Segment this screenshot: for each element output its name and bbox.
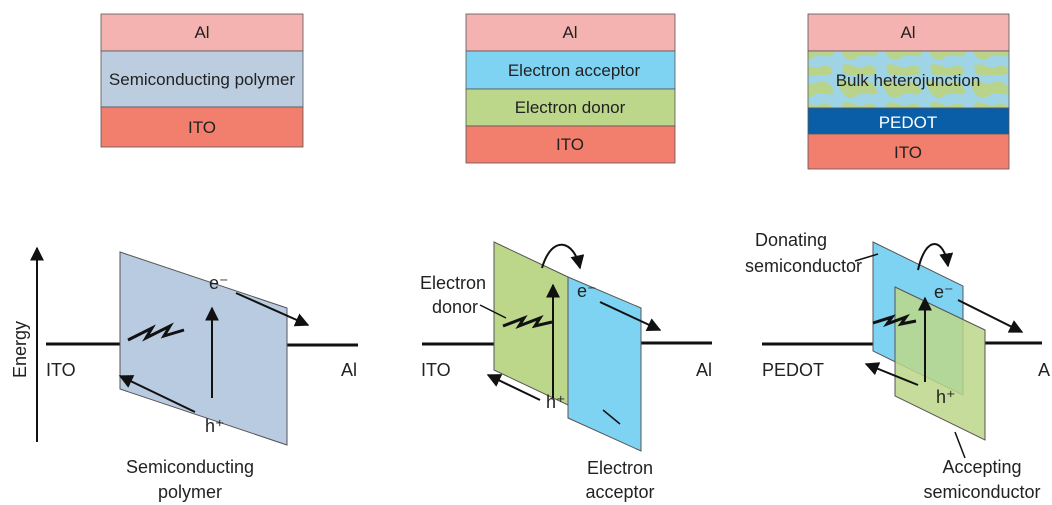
stack-bulk-pedot <box>807 107 1010 135</box>
energy-panel-bilayer: e⁻ h⁺ ITO Al Electron donor Electron acc… <box>420 241 712 502</box>
polymer-label-line1: Semiconducting <box>126 457 254 477</box>
hole-label: h⁺ <box>936 387 956 407</box>
transfer-arrow <box>917 243 954 271</box>
stack-single-al-label: Al <box>194 23 209 42</box>
stack-bilayer-acceptor <box>465 50 676 90</box>
stack-single-ito-label: ITO <box>188 118 216 137</box>
stack-single-layer: Al Semiconducting polymer ITO <box>100 13 304 148</box>
hole-label: h⁺ <box>205 416 225 436</box>
stack-bilayer-al-label: Al <box>562 23 577 42</box>
electron-arrow <box>599 301 662 332</box>
donating-leader <box>854 253 879 262</box>
stack-bulk-pedot-label: PEDOT <box>879 113 938 132</box>
electrode-al-label: Al <box>696 360 712 380</box>
electron-arrow <box>235 292 310 327</box>
polymer-label-line2: polymer <box>158 482 222 502</box>
stack-bulk-ito-label: ITO <box>894 143 922 162</box>
acceptor-label-line2: acceptor <box>585 482 654 502</box>
stack-bilayer-acceptor-label: Electron acceptor <box>508 61 641 80</box>
stack-bulk: Al Bulk heterojunction PEDOT ITO <box>807 13 1010 170</box>
hole-arrow <box>118 375 196 413</box>
stack-bilayer-al <box>465 13 676 52</box>
electrode-ito-label: ITO <box>421 360 451 380</box>
photon-icon <box>872 313 917 328</box>
hole-arrow <box>864 362 919 386</box>
energy-axis: Energy <box>10 246 44 442</box>
photon-icon <box>502 315 553 329</box>
energy-panel-single: e⁻ h⁺ ITO Al Semiconducting polymer <box>46 251 358 502</box>
donating-label-line1: Donating <box>755 230 827 250</box>
donating-label-line2: semiconductor <box>745 256 862 276</box>
transfer-arrow <box>541 243 585 270</box>
donor-label-line1: Electron <box>420 273 486 293</box>
band-donor <box>493 241 569 406</box>
band-accepting <box>894 286 986 441</box>
stack-single-layer-polymer <box>100 50 304 108</box>
hole-arrow <box>486 374 541 401</box>
stack-bulk-heterojunction-label: Bulk heterojunction <box>836 71 981 90</box>
hole-label: h⁺ <box>546 392 566 412</box>
donor-label-line2: donor <box>432 297 478 317</box>
electrode-pedot-label: PEDOT <box>762 360 824 380</box>
stack-bilayer-ito-label: ITO <box>556 135 584 154</box>
electrode-al-label: Al <box>341 360 357 380</box>
stack-bulk-al <box>807 13 1010 52</box>
stack-bilayer: Al Electron acceptor Electron donor ITO <box>465 13 676 164</box>
electrode-al-label: A <box>1038 360 1050 380</box>
electron-label: e⁻ <box>209 273 229 293</box>
stack-single-polymer-label: Semiconducting polymer <box>109 70 295 89</box>
band-polymer <box>119 251 288 446</box>
accepting-leader <box>954 431 966 459</box>
donor-leader <box>479 304 507 319</box>
acceptor-label-line1: Electron <box>587 458 653 478</box>
photon-icon <box>127 322 185 342</box>
acceptor-leader <box>602 409 621 425</box>
accepting-label-line2: semiconductor <box>923 482 1040 502</box>
stack-bilayer-ito <box>465 125 676 164</box>
electrode-ito-label: ITO <box>46 360 76 380</box>
stack-bilayer-donor-label: Electron donor <box>515 98 626 117</box>
accepting-label-line1: Accepting <box>942 457 1021 477</box>
band-acceptor <box>567 276 642 452</box>
stack-bulk-al-label: Al <box>900 23 915 42</box>
stack-single-layer-ito <box>100 106 304 148</box>
stack-bilayer-donor <box>465 88 676 127</box>
stack-bulk-ito <box>807 133 1010 170</box>
electron-arrow <box>957 299 1024 333</box>
stack-single-layer-al <box>100 13 304 52</box>
energy-panel-bulk: e⁻ h⁺ PEDOT A Donating semiconductor Acc… <box>745 230 1050 502</box>
electron-label: e⁻ <box>577 281 597 301</box>
energy-axis-label: Energy <box>10 321 30 378</box>
electron-label: e⁻ <box>934 282 954 302</box>
